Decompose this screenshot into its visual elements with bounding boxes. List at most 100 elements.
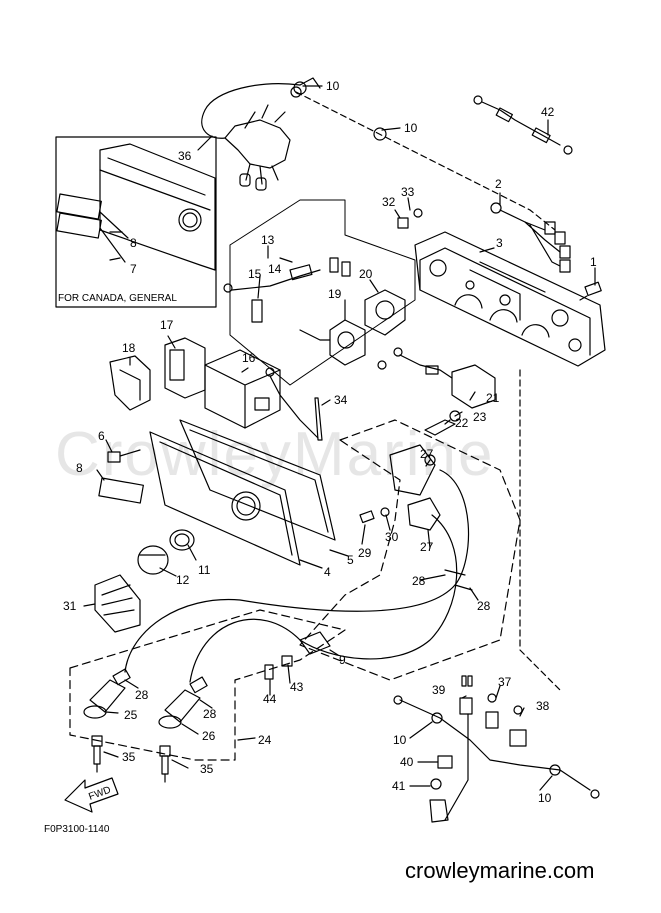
- ignition-coil-27a: [389, 444, 436, 496]
- callout-40: 40: [400, 755, 414, 769]
- clamp-10-lower-b: [549, 764, 561, 776]
- callout-8a: 8: [130, 236, 137, 250]
- callout-37: 37: [498, 675, 512, 689]
- spark-plug-35b: [159, 745, 171, 783]
- spark-plug-35a: [91, 735, 103, 773]
- wire-42: [473, 95, 573, 155]
- callout-14: 14: [268, 262, 282, 276]
- callout-3: 3: [496, 236, 503, 250]
- callout-36: 36: [178, 149, 192, 163]
- cdi-unit-16: [204, 349, 319, 439]
- callout-42: 42: [541, 105, 555, 119]
- callout-10b: 10: [404, 121, 418, 135]
- callout-22: 22: [455, 416, 469, 430]
- grommet-11: [169, 529, 195, 551]
- high-tension-cord-b: [189, 514, 458, 683]
- callout-9: 9: [339, 653, 346, 667]
- callout-1: 1: [590, 255, 597, 269]
- switch-38: [509, 705, 527, 747]
- callout-17: 17: [160, 318, 174, 332]
- callout-15: 15: [248, 267, 262, 281]
- callout-34: 34: [334, 393, 348, 407]
- bolt-44: [264, 664, 274, 680]
- callout-24: 24: [258, 733, 272, 747]
- callout-5: 5: [347, 553, 354, 567]
- callout-10c: 10: [393, 733, 407, 747]
- inset-box: [55, 136, 217, 308]
- callout-43: 43: [290, 680, 304, 694]
- clamp-10-lower-a: [431, 712, 443, 724]
- washer-30: [380, 507, 390, 517]
- callout-11: 11: [198, 563, 211, 577]
- pin-34: [314, 397, 323, 441]
- site-name: crowleymarine.com: [405, 858, 595, 883]
- callout-19: 19: [328, 287, 342, 301]
- figure-code: F0P3100-1140: [44, 824, 110, 835]
- callout-26: 26: [202, 729, 216, 743]
- callout-41: 41: [392, 779, 406, 793]
- callout-35b: 35: [200, 762, 214, 776]
- callout-18: 18: [122, 341, 136, 355]
- switch-39: [459, 675, 473, 715]
- callout-16: 16: [242, 351, 256, 365]
- callout-labels: 10 10 42 36 2 33 32 3 8 7 13 14 15 20 19…: [63, 79, 597, 805]
- bolt-1: [579, 281, 602, 301]
- relay-19: [299, 319, 366, 366]
- callout-2: 2: [495, 177, 502, 191]
- bracket-3: [414, 231, 606, 367]
- sleeve-9: [299, 631, 331, 655]
- callout-10d: 10: [538, 791, 552, 805]
- harness-2: [490, 202, 571, 273]
- callout-12: 12: [176, 573, 190, 587]
- fuse-holder-14: [223, 257, 351, 323]
- coil-21: [377, 347, 496, 409]
- callout-13: 13: [261, 233, 275, 247]
- terminal-block-31: [94, 574, 141, 633]
- callout-27b: 27: [420, 540, 434, 554]
- callout-4: 4: [324, 565, 331, 579]
- bolt-6: [107, 449, 141, 463]
- collar-43: [281, 655, 293, 667]
- relay-20: [364, 289, 406, 336]
- bolt-32: [397, 208, 423, 229]
- bracket-17: [164, 337, 206, 399]
- callout-35a: 35: [122, 750, 136, 764]
- callout-33: 33: [401, 185, 415, 199]
- callout-31: 31: [63, 599, 77, 613]
- fwd-arrow: [64, 777, 119, 813]
- callout-20: 20: [359, 267, 373, 281]
- callout-30: 30: [385, 530, 399, 544]
- callout-44: 44: [263, 692, 277, 706]
- decal-8-lower: [98, 477, 144, 504]
- callout-28c: 28: [135, 688, 149, 702]
- callout-28b: 28: [477, 599, 491, 613]
- callout-21: 21: [486, 391, 500, 405]
- plug-cap-group-outline: [69, 609, 346, 761]
- grommet-41: [430, 778, 442, 790]
- callout-8b: 8: [76, 461, 83, 475]
- callout-29: 29: [358, 546, 372, 560]
- callout-38: 38: [536, 699, 550, 713]
- callout-10a: 10: [326, 79, 340, 93]
- cover-plate-4: [149, 431, 301, 566]
- high-tension-cord: [124, 469, 470, 673]
- bolt-29: [359, 510, 375, 524]
- callout-39: 39: [432, 683, 446, 697]
- component-group-outline: [229, 199, 416, 386]
- plug-cap-25: [83, 668, 131, 719]
- callout-6: 6: [98, 429, 105, 443]
- ignition-group-outline: [299, 419, 521, 681]
- plug-cap-26: [158, 676, 208, 729]
- callout-32: 32: [382, 195, 396, 209]
- screw-40: [437, 755, 453, 769]
- cap-12: [137, 545, 169, 575]
- callout-28a: 28: [412, 574, 426, 588]
- callout-28d: 28: [203, 707, 217, 721]
- wire-harness-36: [201, 77, 321, 191]
- clamp-10-top-b: [373, 127, 387, 141]
- clamp-10-top-a: [290, 86, 302, 98]
- callout-27a: 27: [420, 447, 434, 461]
- callout-23: 23: [473, 410, 487, 424]
- cover-plate-5: [179, 419, 336, 541]
